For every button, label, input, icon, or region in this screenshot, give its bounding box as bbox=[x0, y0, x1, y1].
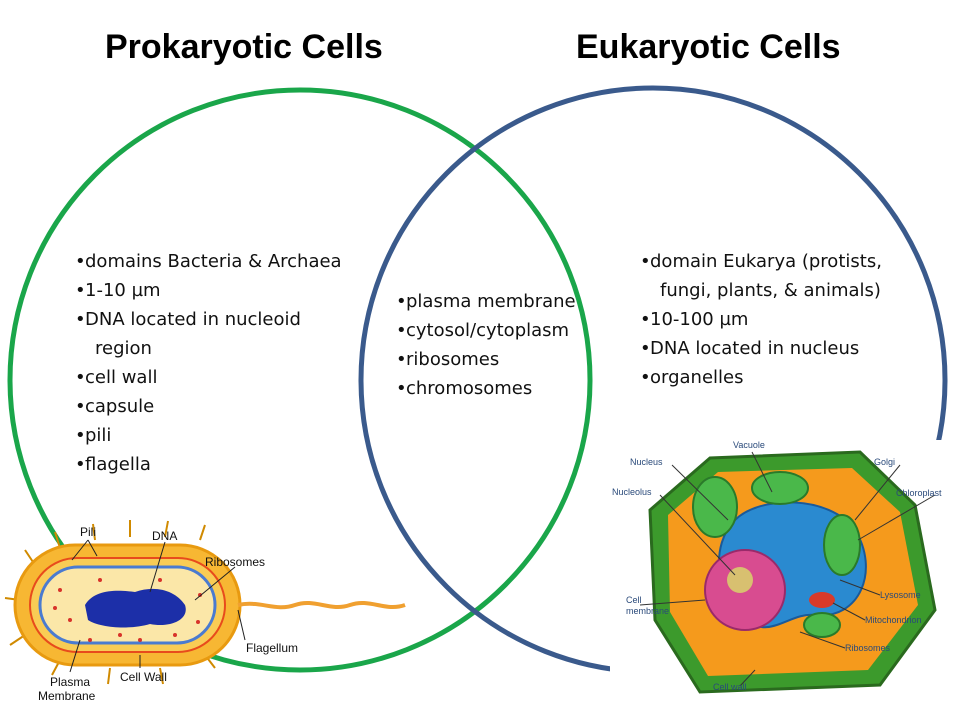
list-item: domains Bacteria & Archaea bbox=[75, 247, 375, 276]
nucleolus-label: Nucleolus bbox=[612, 487, 652, 497]
list-item: 10-100 µm bbox=[640, 305, 930, 334]
mitochondrion-shape bbox=[809, 592, 835, 608]
cell-wall-label: Cell Wall bbox=[120, 670, 167, 684]
list-item: chromosomes bbox=[396, 374, 606, 403]
ribosomes-label: Ribosomes bbox=[205, 555, 265, 569]
vacuole-label: Vacuole bbox=[733, 440, 765, 450]
chloroplast-shape bbox=[751, 471, 809, 505]
list-item-continuation: region bbox=[95, 338, 152, 359]
shared-features-list: plasma membrane cytosol/cytoplasm riboso… bbox=[396, 287, 606, 403]
eukaryotic-features-list: domain Eukarya (protists, fungi, plants,… bbox=[640, 247, 930, 392]
list-item-continuation: fungi, plants, & animals) bbox=[660, 280, 881, 301]
bacterium-leader-lines bbox=[69, 539, 246, 673]
list-item: plasma membrane bbox=[396, 287, 606, 316]
ribosome-dots bbox=[53, 578, 202, 642]
dna-label: DNA bbox=[152, 529, 177, 543]
list-item: cytosol/cytoplasm bbox=[396, 316, 606, 345]
chloroplast-shape bbox=[823, 514, 861, 576]
list-item: DNA located in nucleoid bbox=[75, 305, 375, 334]
cell-wall-label: Cell wall bbox=[713, 682, 747, 692]
list-item: organelles bbox=[640, 363, 930, 392]
list-item: flagella bbox=[75, 450, 375, 479]
list-item: domain Eukarya (protists, bbox=[640, 247, 930, 276]
ribosomes-label: Ribosomes bbox=[845, 643, 891, 653]
eukaryotic-title: Eukaryotic Cells bbox=[576, 28, 841, 66]
dna-nucleoid bbox=[85, 588, 186, 628]
list-item: ribosomes bbox=[396, 345, 606, 374]
lysosome-label: Lysosome bbox=[880, 590, 921, 600]
mitochondrion-label: Mitochondrion bbox=[865, 615, 922, 625]
plasma-membrane-label-2: Membrane bbox=[38, 689, 96, 703]
list-item: pili bbox=[75, 421, 375, 450]
flagellum bbox=[237, 601, 406, 610]
list-item: DNA located in nucleus bbox=[640, 334, 930, 363]
golgi-label: Golgi bbox=[874, 457, 895, 467]
list-item: cell wall bbox=[75, 363, 375, 392]
chloroplast-label: Chloroplast bbox=[896, 488, 942, 498]
plasma-membrane-label: Plasma bbox=[50, 675, 90, 689]
plant-cell-leader-lines bbox=[639, 451, 936, 687]
cell-membrane-label: Cell bbox=[626, 595, 642, 605]
pili-strands bbox=[4, 520, 216, 685]
list-item: 1-10 µm bbox=[75, 276, 375, 305]
prokaryotic-title: Prokaryotic Cells bbox=[105, 28, 383, 66]
cell-membrane-label-2: membrane bbox=[626, 606, 669, 616]
pili-label: Pili bbox=[80, 525, 96, 539]
chloroplast-shape bbox=[803, 612, 841, 638]
flagellum-label: Flagellum bbox=[246, 641, 298, 655]
list-item: capsule bbox=[75, 392, 375, 421]
nucleus-label: Nucleus bbox=[630, 457, 663, 467]
prokaryotic-features-list: domains Bacteria & Archaea 1-10 µm DNA l… bbox=[75, 247, 375, 479]
